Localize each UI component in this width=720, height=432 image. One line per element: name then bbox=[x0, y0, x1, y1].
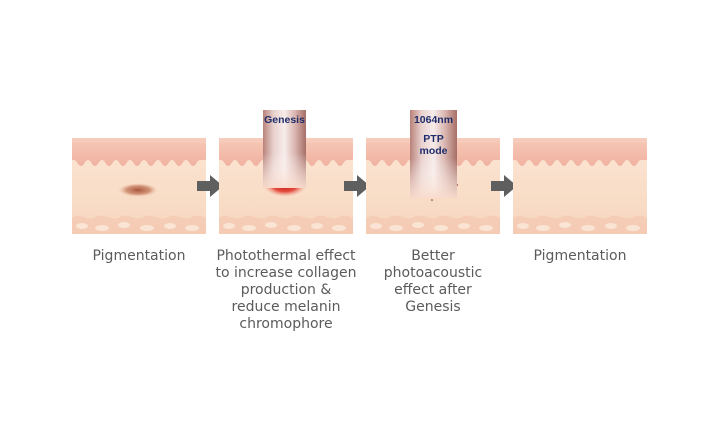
genesis-label: Genesis bbox=[264, 114, 305, 126]
skin-panel-pigmentation bbox=[72, 138, 206, 234]
caption-step-1: Pigmentation bbox=[92, 248, 186, 264]
right-arrow-icon bbox=[197, 175, 223, 197]
genesis-probe: Genesis bbox=[263, 110, 306, 188]
caption-step-3: Better photoacoustic effect after Genesi… bbox=[383, 248, 483, 315]
ptp-label-wavelength: 1064nm bbox=[413, 114, 454, 126]
pigment-spot bbox=[118, 183, 158, 197]
ptp-label-mode: PTP mode bbox=[419, 133, 448, 157]
right-arrow-icon bbox=[491, 175, 517, 197]
caption-step-4: Pigmentation bbox=[533, 248, 627, 264]
right-arrow-icon bbox=[344, 175, 370, 197]
skin-panel-clear bbox=[513, 138, 647, 234]
ptp-probe: 1064nm PTP mode bbox=[410, 110, 457, 198]
caption-step-2: Photothermal effect to increase collagen… bbox=[215, 248, 357, 332]
